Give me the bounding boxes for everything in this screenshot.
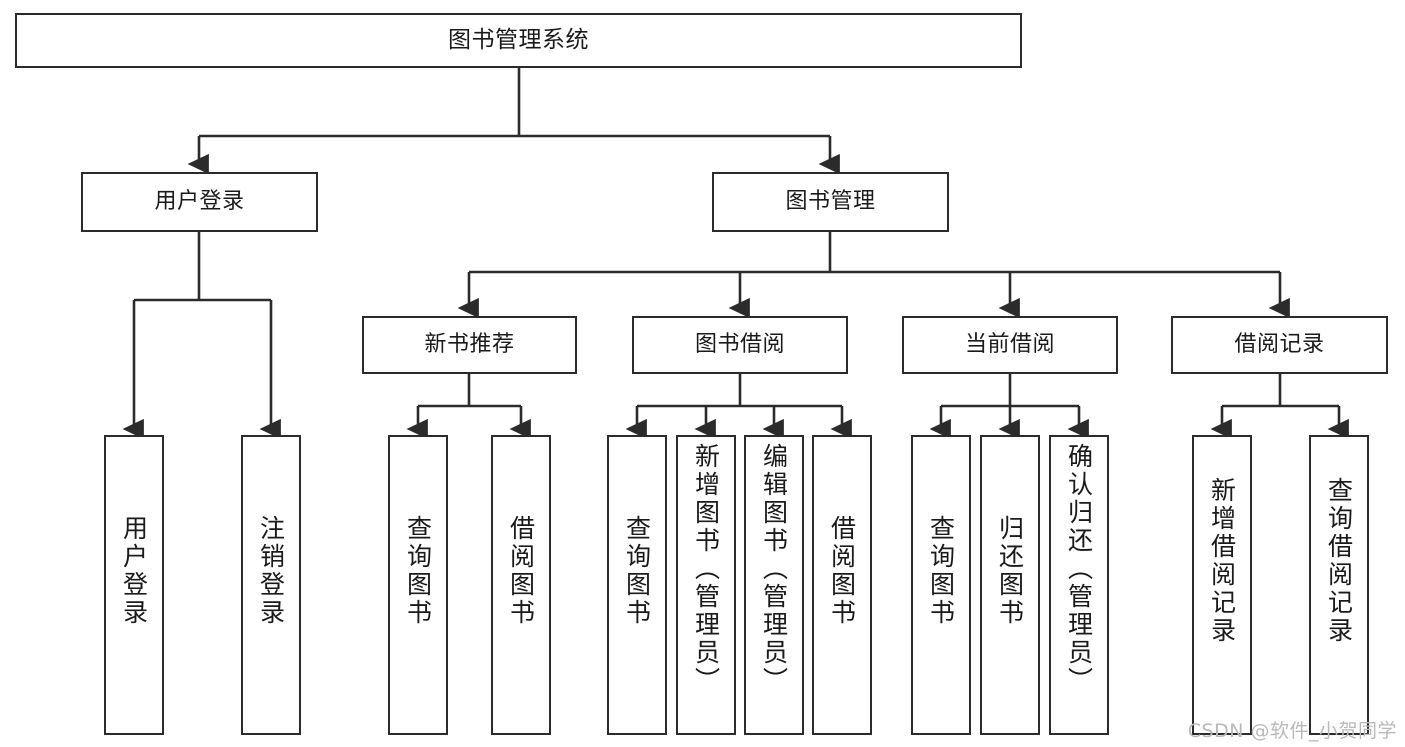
leaf-borrow-add-book-admin-label: 新增图书（管理员） [691,443,721,695]
leaf-records-query-record-label: 查询借阅记录 [1324,477,1354,645]
node-user-login-label: 用户登录 [154,189,245,215]
node-new-book-recommend-label: 新书推荐 [424,332,515,358]
node-book-borrow-label: 图书借阅 [694,332,785,358]
leaf-recommend-query-book-label: 查询图书 [403,515,433,627]
node-user-login[interactable]: 用户登录 [81,172,318,232]
leaf-borrow-query-book-label: 查询图书 [622,515,652,627]
leaf-borrow-borrow-book[interactable]: 借阅图书 [812,435,872,735]
node-root-system-label: 图书管理系统 [448,26,589,53]
leaf-current-return-book-label: 归还图书 [995,515,1025,627]
leaf-current-return-book[interactable]: 归还图书 [980,435,1040,735]
leaf-borrow-add-book-admin[interactable]: 新增图书（管理员） [676,435,736,735]
node-new-book-recommend[interactable]: 新书推荐 [362,316,577,374]
leaf-current-query-book[interactable]: 查询图书 [911,435,971,735]
leaf-recommend-borrow-book-label: 借阅图书 [506,515,536,627]
leaf-borrow-edit-book-admin[interactable]: 编辑图书（管理员） [744,435,804,735]
leaf-recommend-query-book[interactable]: 查询图书 [388,435,448,735]
leaf-recommend-borrow-book[interactable]: 借阅图书 [491,435,551,735]
leaf-current-confirm-return-admin-label: 确认归还（管理员） [1064,443,1094,695]
leaf-records-add-record[interactable]: 新增借阅记录 [1192,435,1252,735]
node-current-borrow-label: 当前借阅 [964,332,1055,358]
node-root-system[interactable]: 图书管理系统 [15,13,1022,68]
node-book-management-label: 图书管理 [785,189,876,215]
leaf-borrow-borrow-book-label: 借阅图书 [827,515,857,627]
leaf-records-add-record-label: 新增借阅记录 [1207,477,1237,645]
leaf-records-query-record[interactable]: 查询借阅记录 [1309,435,1369,735]
node-book-borrow[interactable]: 图书借阅 [632,316,848,374]
leaf-user-login-signout-label: 注销登录 [256,515,286,627]
leaf-borrow-edit-book-admin-label: 编辑图书（管理员） [759,443,789,695]
watermark-text: CSDN @软件_小贺同学 [1187,720,1397,742]
leaf-borrow-query-book[interactable]: 查询图书 [607,435,667,735]
node-borrow-records[interactable]: 借阅记录 [1171,316,1388,374]
node-book-management[interactable]: 图书管理 [712,172,949,232]
node-borrow-records-label: 借阅记录 [1234,332,1325,358]
leaf-current-query-book-label: 查询图书 [926,515,956,627]
leaf-current-confirm-return-admin[interactable]: 确认归还（管理员） [1049,435,1109,735]
leaf-user-login-signout[interactable]: 注销登录 [241,435,301,735]
leaf-user-login-signin-label: 用户登录 [119,515,149,627]
node-current-borrow[interactable]: 当前借阅 [902,316,1118,374]
leaf-user-login-signin[interactable]: 用户登录 [104,435,164,735]
